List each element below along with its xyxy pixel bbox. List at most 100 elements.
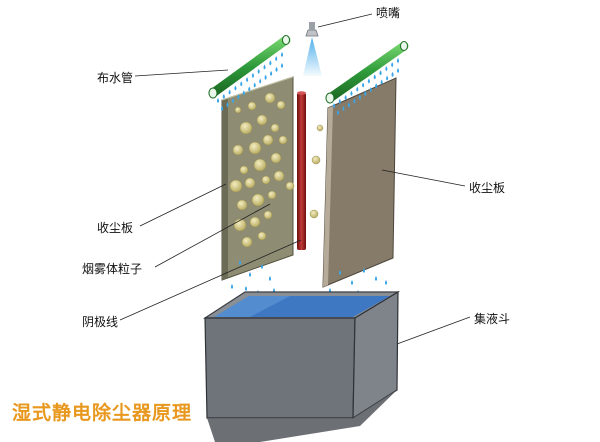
water-droplet (275, 66, 278, 72)
dust-particle (232, 144, 244, 156)
water-droplet (347, 102, 351, 108)
water-droplet (384, 280, 388, 285)
water-droplet (391, 62, 394, 68)
water-droplet (385, 66, 388, 72)
water-droplet (253, 82, 256, 88)
water-droplet (216, 98, 220, 103)
leader-nozzle (317, 13, 373, 28)
dust-particle (273, 170, 285, 182)
water-droplet (353, 98, 356, 104)
water-spray (303, 37, 322, 76)
water-droplet (358, 94, 361, 100)
water-droplets (216, 52, 400, 305)
water-droplet (350, 90, 353, 96)
water-droplet (222, 93, 225, 99)
diagram-title: 湿式静电除尘器原理 (12, 402, 193, 424)
leader-hopper (396, 316, 471, 345)
water-droplet (248, 86, 251, 92)
water-droplet (231, 98, 235, 104)
water-droplet (396, 58, 400, 63)
leader-lines (119, 13, 471, 345)
water-droplet (240, 81, 243, 87)
water-droplet (275, 56, 278, 62)
water-droplet (350, 280, 354, 285)
dust-particle (239, 165, 249, 175)
water-droplet (385, 75, 389, 81)
dust-particle (241, 236, 253, 248)
dust-particle (257, 231, 267, 241)
leader-aerosol (154, 203, 271, 268)
water-droplet (264, 74, 267, 80)
dust-particle (251, 193, 265, 207)
label-collector-left: 收尘板 (97, 221, 134, 235)
water-droplet (226, 102, 229, 108)
dust-particle (263, 210, 273, 220)
water-droplet (234, 85, 237, 91)
water-droplet (248, 272, 252, 277)
dust-particle (239, 121, 253, 135)
water-droplet (228, 89, 231, 95)
water-droplet (242, 90, 245, 96)
water-droplet (259, 78, 262, 84)
water-droplet (245, 77, 249, 83)
leader-water-pipe (134, 69, 229, 77)
water-droplet (257, 68, 260, 74)
dust-particle (256, 114, 268, 126)
water-droplet (269, 60, 272, 66)
water-droplet (280, 52, 284, 57)
dust-particle (247, 101, 257, 111)
water-droplet (269, 70, 273, 76)
water-droplet (375, 83, 378, 89)
dust-particle (264, 92, 276, 104)
label-aerosol: 烟雾体粒子 (82, 262, 143, 276)
dust-particle (278, 135, 288, 145)
dust-particle (276, 100, 286, 110)
left-water-pipe (208, 35, 291, 99)
dust-particle (249, 216, 261, 228)
water-droplet (367, 78, 371, 84)
dust-particle (234, 106, 242, 114)
nozzle (303, 22, 322, 76)
water-droplet (391, 71, 394, 77)
aerosol-particle (316, 124, 324, 132)
water-droplet (237, 94, 240, 100)
dust-particle (236, 199, 248, 211)
water-droplet (230, 284, 234, 289)
leader-cathode (119, 239, 302, 321)
water-droplet (268, 276, 272, 281)
water-droplet (251, 72, 255, 78)
water-droplet (373, 74, 376, 80)
water-droplet (380, 79, 383, 85)
water-droplet (238, 260, 242, 265)
water-droplet (396, 68, 400, 73)
water-droplet (332, 103, 336, 108)
dust-particle (248, 141, 262, 155)
collection-hopper (202, 290, 401, 442)
water-droplet (263, 64, 266, 70)
water-droplet (364, 90, 367, 96)
dust-particles-on-plate (229, 92, 288, 248)
label-cathode: 阴极线 (82, 315, 119, 329)
water-droplet (336, 110, 340, 115)
water-droplet (338, 98, 341, 104)
cathode-wire (297, 91, 306, 250)
water-droplet (342, 106, 345, 112)
dust-particle (261, 175, 271, 185)
water-droplet (362, 268, 366, 273)
label-hopper: 集液斗 (474, 312, 511, 326)
water-droplet (374, 276, 378, 281)
label-nozzle: 喷嘴 (376, 6, 401, 20)
dust-particle (270, 123, 280, 133)
dust-particle (270, 152, 282, 164)
water-droplet (344, 94, 347, 100)
dust-particle (229, 179, 243, 193)
water-droplet (369, 87, 372, 93)
water-droplet (356, 86, 359, 92)
dust-particle (262, 134, 274, 146)
label-collector-right: 收尘板 (469, 181, 506, 195)
leader-collector-right (381, 169, 466, 187)
dust-particle (267, 190, 277, 200)
water-droplet (220, 106, 224, 111)
